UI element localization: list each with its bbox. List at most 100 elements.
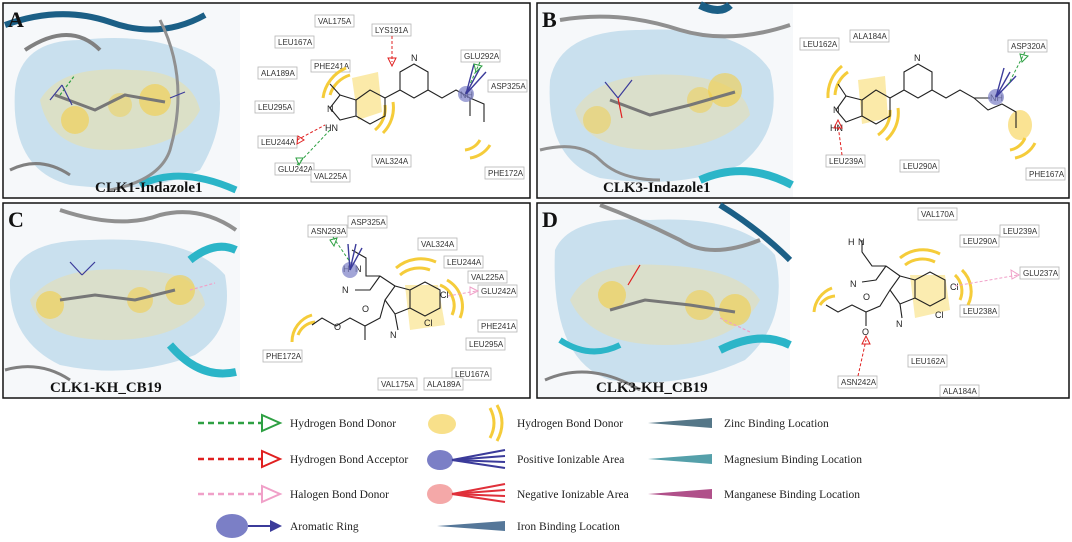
- interaction-diagram: ASN293A ASP325A VAL324A LEU244A VAL225A …: [262, 215, 518, 391]
- svg-text:N: N: [390, 330, 397, 340]
- svg-text:VAL175A: VAL175A: [381, 380, 415, 389]
- legend: Hydrogen Bond Donor Hydrogen Bond Accept…: [198, 404, 862, 538]
- residue-label: VAL225A: [467, 270, 508, 284]
- panel-letter: B: [542, 7, 557, 32]
- svg-text:PHE241A: PHE241A: [314, 62, 350, 71]
- residue-label: GLU292A: [460, 49, 501, 63]
- residue-label: VAL170A: [917, 207, 958, 221]
- residue-label: LEU162A: [799, 37, 840, 51]
- residue-label: LEU167A: [274, 35, 315, 49]
- svg-text:LEU290A: LEU290A: [963, 237, 998, 246]
- svg-text:PHE241A: PHE241A: [481, 322, 517, 331]
- svg-text:N: N: [327, 104, 334, 114]
- legend-item-halogen-bond-donor: Halogen Bond Donor: [198, 484, 389, 504]
- svg-text:LEU244A: LEU244A: [261, 138, 296, 147]
- svg-text:Manganese Binding Location: Manganese Binding Location: [724, 489, 860, 501]
- svg-text:LEU167A: LEU167A: [455, 370, 490, 379]
- residue-label: ALA184A: [849, 29, 890, 43]
- svg-text:Zinc Binding Location: Zinc Binding Location: [724, 418, 829, 430]
- protein-structure-view: [4, 204, 240, 397]
- residue-label: LEU295A: [465, 337, 506, 351]
- svg-text:N: N: [833, 105, 840, 115]
- svg-text:LEU244A: LEU244A: [447, 258, 482, 267]
- panel-d: D CLK3-KH_CB19 VAL170A LEU290A LEU239A G…: [536, 202, 1070, 399]
- residue-label: LEU167A: [451, 367, 492, 381]
- svg-text:Cl: Cl: [935, 310, 944, 320]
- residue-label: LEU290A: [899, 159, 940, 173]
- interaction-diagram: LEU162A ALA184A ASP320A LEU239A LEU290A …: [799, 29, 1066, 181]
- legend-item-hydrophobic: Hydrogen Bond Donor: [428, 404, 623, 442]
- residue-label: LYS191A: [371, 23, 412, 37]
- svg-text:GLU242A: GLU242A: [481, 287, 517, 296]
- svg-text:N: N: [411, 53, 418, 63]
- svg-text:Cl: Cl: [424, 318, 433, 328]
- panel-caption: CLK3-Indazole1: [603, 180, 711, 196]
- residue-label: ASP325A: [487, 79, 528, 93]
- panel-b: B CLK3-Indazole1 LEU162A ALA184A ASP320A…: [536, 1, 1070, 199]
- legend-item-hbond-donor-line: Hydrogen Bond Donor: [198, 413, 396, 433]
- svg-text:PHE167A: PHE167A: [1029, 170, 1065, 179]
- svg-text:N: N: [914, 53, 921, 63]
- panel-caption: CLK1-Indazole1: [95, 180, 203, 196]
- svg-text:Negative Ionizable Area: Negative Ionizable Area: [517, 489, 629, 501]
- residue-label: LEU290A: [959, 234, 1000, 248]
- svg-text:LEU238A: LEU238A: [963, 307, 998, 316]
- legend-item-negative-ionizable: Negative Ionizable Area: [427, 483, 629, 504]
- legend-item-iron-binding: Iron Binding Location: [437, 521, 620, 533]
- residue-label: VAL175A: [314, 14, 355, 28]
- svg-text:PHE172A: PHE172A: [266, 352, 302, 361]
- panel-caption: CLK1-KH_CB19: [50, 380, 162, 396]
- svg-text:Iron Binding Location: Iron Binding Location: [517, 521, 620, 533]
- svg-text:ASP320A: ASP320A: [1011, 42, 1046, 51]
- svg-text:ALA189A: ALA189A: [261, 69, 295, 78]
- svg-text:LEU239A: LEU239A: [1003, 227, 1038, 236]
- panel-letter: D: [542, 207, 558, 232]
- residue-label: VAL324A: [371, 154, 412, 168]
- residue-label: GLU242A: [274, 162, 315, 176]
- svg-text:O: O: [362, 304, 369, 314]
- residue-label: LEU295A: [254, 100, 295, 114]
- residue-label: PHE172A: [484, 166, 525, 180]
- svg-text:ASN293A: ASN293A: [311, 227, 347, 236]
- svg-text:LEU295A: LEU295A: [469, 340, 504, 349]
- svg-text:ALA184A: ALA184A: [853, 32, 887, 41]
- residue-label: LEU244A: [257, 135, 298, 149]
- legend-item-hbond-acceptor-line: Hydrogen Bond Acceptor: [198, 449, 408, 469]
- protein-structure-view: [3, 4, 240, 197]
- panel-letter: A: [8, 7, 24, 32]
- svg-text:H: H: [848, 237, 855, 247]
- panel-caption: CLK3-KH_CB19: [596, 380, 708, 396]
- svg-text:LEU162A: LEU162A: [911, 357, 946, 366]
- residue-label: GLU237A: [1019, 266, 1060, 280]
- svg-text:Aromatic Ring: Aromatic Ring: [290, 521, 359, 533]
- svg-text:VAL324A: VAL324A: [421, 240, 455, 249]
- protein-structure-view: [538, 202, 793, 397]
- residue-label: ASP325A: [347, 215, 388, 229]
- svg-text:ASP325A: ASP325A: [491, 82, 526, 91]
- legend-item-zinc-binding: Zinc Binding Location: [648, 418, 829, 430]
- svg-text:Magnesium Binding Location: Magnesium Binding Location: [724, 454, 862, 466]
- residue-label: PHE167A: [1025, 167, 1066, 181]
- residue-label: VAL225A: [310, 169, 351, 183]
- residue-label: ASN293A: [307, 224, 348, 238]
- svg-text:Hydrogen Bond Donor: Hydrogen Bond Donor: [517, 418, 623, 430]
- svg-text:N: N: [896, 319, 903, 329]
- residue-label: ALA189A: [423, 377, 464, 391]
- svg-text:O: O: [334, 322, 341, 332]
- panel-a: A CLK1-Indazole1 VAL175A LEU167A LYS191A…: [2, 2, 531, 199]
- interaction-diagram: VAL170A LEU290A LEU239A GLU237A LEU238A …: [812, 207, 1060, 398]
- residue-label: LEU244A: [443, 255, 484, 269]
- svg-text:ALA184A: ALA184A: [943, 387, 977, 396]
- svg-text:HN: HN: [325, 123, 338, 133]
- protein-structure-view: [538, 1, 794, 197]
- svg-text:O: O: [862, 327, 869, 337]
- svg-text:N: N: [342, 285, 349, 295]
- panel-letter: C: [8, 207, 24, 232]
- legend-item-aromatic-ring: Aromatic Ring: [216, 514, 359, 538]
- svg-text:LEU290A: LEU290A: [903, 162, 938, 171]
- svg-text:Cl: Cl: [950, 282, 959, 292]
- svg-text:Halogen Bond Donor: Halogen Bond Donor: [290, 489, 389, 501]
- svg-text:ASP325A: ASP325A: [351, 218, 386, 227]
- svg-text:LEU167A: LEU167A: [278, 38, 313, 47]
